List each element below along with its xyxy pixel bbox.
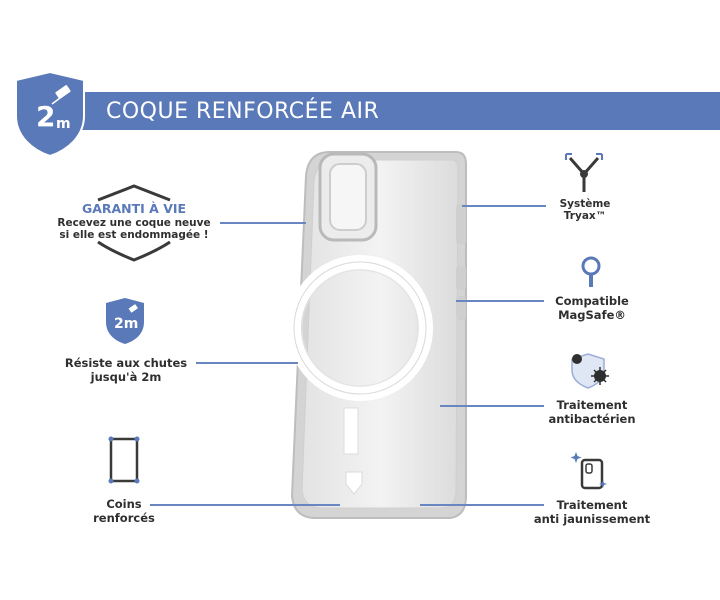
connector-line-drop xyxy=(196,362,298,364)
shield-outline-icon xyxy=(84,180,184,262)
magsafe-line-1: Compatible xyxy=(555,294,629,308)
connector-line-tryax xyxy=(462,205,546,207)
tryax-line-1: Système xyxy=(559,198,611,210)
connector-line-corners xyxy=(150,504,340,506)
corners-line-1: Coins xyxy=(106,497,142,511)
drop-shield-icon: 2m xyxy=(103,296,147,346)
drop-badge-text: 2m xyxy=(114,316,138,332)
shield-icon: 2 m xyxy=(15,70,85,158)
magsafe-icon xyxy=(580,255,602,289)
tryax-line-2: Tryax™ xyxy=(563,210,607,222)
badge-number: 2 xyxy=(36,100,55,133)
anti-yellowing-text: Traitement anti jaunissement xyxy=(516,498,668,526)
antibacterial-text: Traitement antibactérien xyxy=(530,398,654,426)
connector-line-antibacterial xyxy=(440,405,544,407)
corners-line-2: renforcés xyxy=(93,511,155,525)
anti-yellowing-line-1: Traitement xyxy=(556,498,628,512)
magsafe-line-2: MagSafe® xyxy=(558,308,626,322)
tryax-text: Système Tryax™ xyxy=(540,198,630,222)
drop-line-1: Résiste aux chutes xyxy=(64,356,188,370)
drop-protection-badge: 2 m xyxy=(12,70,88,158)
anti-yellowing-icon xyxy=(570,450,610,494)
antibacterial-line-1: Traitement xyxy=(556,398,628,412)
antibacterial-line-2: antibactérien xyxy=(548,412,636,426)
warranty-line-1: Recevez une coque neuve xyxy=(57,217,211,229)
warranty-line-2: si elle est endommagée ! xyxy=(59,229,209,241)
antibacterial-icon xyxy=(568,350,612,390)
phone-case-image xyxy=(270,146,470,526)
svg-text:m: m xyxy=(56,116,71,132)
drop-line-2: jusqu'à 2m xyxy=(90,370,162,384)
reinforced-corners-icon xyxy=(106,434,142,486)
tryax-icon xyxy=(564,152,604,196)
header-banner xyxy=(60,92,720,130)
connector-line-magsafe xyxy=(456,300,544,302)
warranty-title: GARANTI À VIE xyxy=(81,201,187,216)
corners-text: Coins renforcés xyxy=(74,497,174,525)
page-title: COQUE RENFORCÉE AIR xyxy=(106,99,380,124)
connector-line-yellowing xyxy=(420,504,544,506)
drop-text: Résiste aux chutes jusqu'à 2m xyxy=(56,356,196,384)
warranty-text: Recevez une coque neuve si elle est endo… xyxy=(26,217,242,241)
connector-line-warranty xyxy=(220,222,306,224)
phone-drop-icon xyxy=(51,85,71,105)
anti-yellowing-line-2: anti jaunissement xyxy=(533,512,651,526)
magsafe-text: Compatible MagSafe® xyxy=(530,294,654,322)
